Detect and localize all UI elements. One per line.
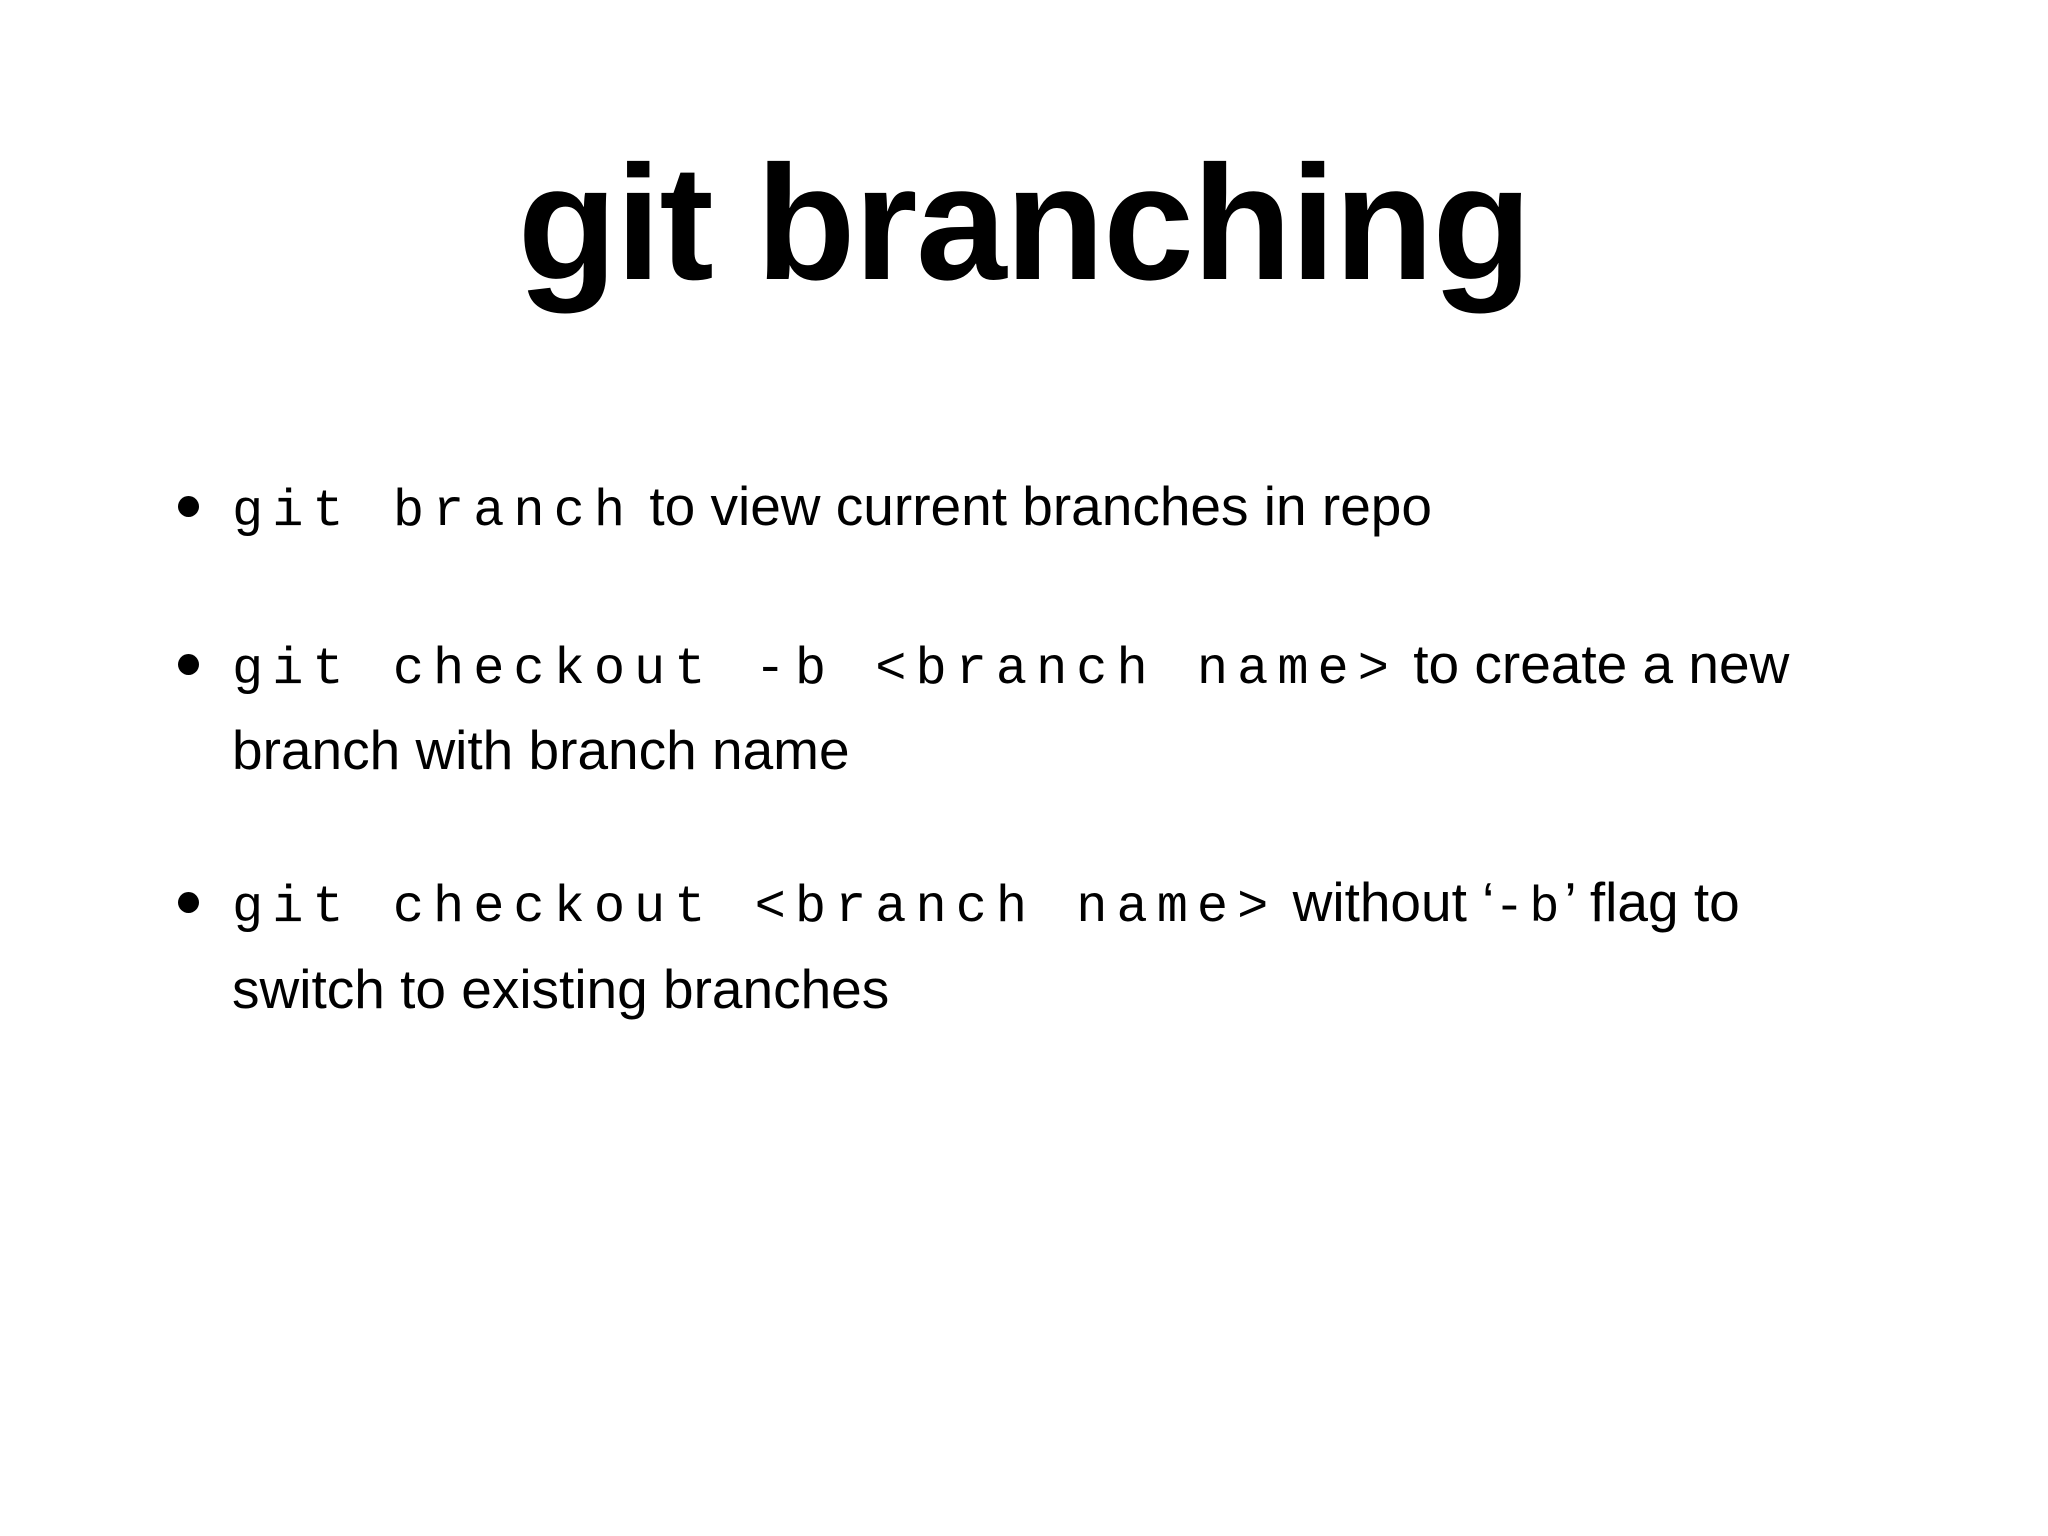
prose-span: to view current branches in repo (634, 475, 1432, 537)
bullet-list: git branch to view current branches in r… (170, 466, 1860, 1029)
page-title: git branching (517, 131, 1532, 314)
prose-span-after: ’ flag to switch to existing branches (232, 871, 1740, 1020)
inline-code-span: -b (1494, 880, 1565, 937)
bullet-text: git branch to view current branches in r… (232, 466, 1860, 552)
list-item: git checkout -b <branch name> to create … (170, 624, 1860, 790)
code-span: git checkout -b <branch name> (232, 640, 1398, 699)
bullet-dot-icon (178, 654, 199, 675)
list-item: git checkout <branch name> without ‘-b’ … (170, 862, 1860, 1029)
code-span: git checkout <branch name> (232, 878, 1278, 937)
bullet-dot-icon (178, 892, 199, 913)
bullet-text: git checkout <branch name> without ‘-b’ … (232, 862, 1860, 1029)
list-item: git branch to view current branches in r… (170, 466, 1860, 552)
bullet-text: git checkout -b <branch name> to create … (232, 624, 1860, 790)
bullet-dot-icon (178, 496, 199, 517)
prose-span: to create a new branch with branch name (232, 633, 1790, 781)
code-span: git branch (232, 482, 635, 541)
prose-span-before: without ‘ (1277, 871, 1495, 933)
